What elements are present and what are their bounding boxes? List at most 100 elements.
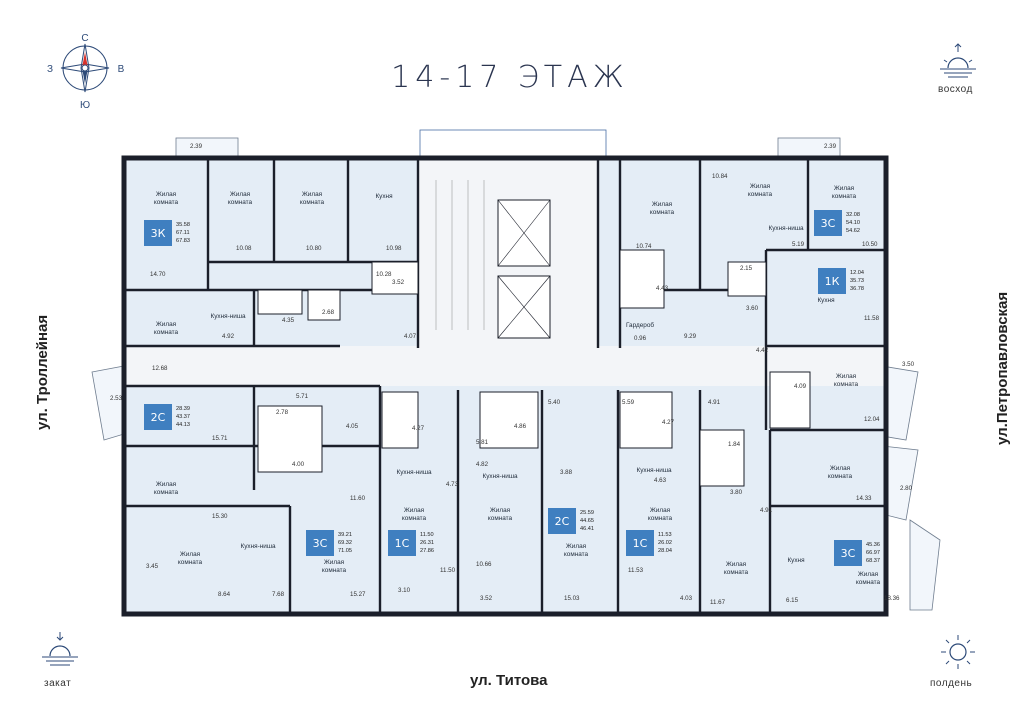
- noon-sun-icon: [941, 635, 975, 669]
- room-area: 10.80: [306, 245, 322, 252]
- room-area: 3.60: [746, 305, 759, 312]
- room-area: 1.84: [728, 441, 741, 448]
- apartment-area: 67.83: [176, 238, 190, 244]
- apartment-area: 67.11: [176, 230, 190, 236]
- room-area: 2.39: [824, 143, 837, 150]
- room-label: Кухня-ниша: [636, 467, 671, 474]
- apartment-area: 35.58: [176, 222, 190, 228]
- room-area: 11.50: [440, 567, 456, 574]
- room-area: 4.92: [222, 333, 235, 340]
- room-label: Кухня: [817, 297, 835, 304]
- room-area: 11.67: [710, 599, 726, 606]
- room-label: Кухня-ниша: [482, 473, 517, 480]
- apartment-area: 35.73: [850, 278, 864, 284]
- room-area: 3.80: [730, 489, 743, 496]
- room-label: Кухня-ниша: [240, 543, 275, 550]
- room-area: 10.74: [636, 243, 652, 250]
- room-area: 3.45: [146, 563, 159, 570]
- apartment-area: 43.37: [176, 414, 190, 420]
- street-bottom: ул. Титова: [470, 672, 548, 689]
- room-area: 4.73: [446, 481, 459, 488]
- room-area: 3.50: [902, 361, 915, 368]
- apartment-badge: 1К 12.04 35.73 36.78: [818, 268, 864, 294]
- apartment-area: 54.10: [846, 220, 860, 226]
- apartment-code: 3К: [151, 227, 166, 240]
- compass-south: Ю: [80, 100, 90, 111]
- room-area: 5.40: [548, 399, 561, 406]
- room-area: 4.07: [404, 333, 417, 340]
- apartment-area: 46.41: [580, 526, 594, 532]
- room-area: 0.96: [634, 335, 647, 342]
- apartment-area: 69.32: [338, 540, 352, 546]
- room-area: 2.68: [322, 309, 335, 316]
- room-label: Кухня: [787, 557, 805, 564]
- apartment-code: 1С: [395, 537, 410, 550]
- compass-north: С: [81, 33, 88, 44]
- apartment-code: 1К: [825, 275, 840, 288]
- apartment-area: 66.97: [866, 550, 880, 556]
- room-area: 4.86: [514, 423, 527, 430]
- apartment-area: 27.86: [420, 548, 434, 554]
- room-label: Кухня-ниша: [768, 225, 803, 232]
- apartment-area: 32.08: [846, 212, 860, 218]
- room-area: 4.82: [476, 461, 489, 468]
- apartment-code: 1С: [633, 537, 648, 550]
- room-area: 5.81: [476, 439, 489, 446]
- sunrise-icon: [940, 43, 976, 78]
- apartment-area: 39.21: [338, 532, 352, 538]
- room-area: 15.71: [212, 435, 228, 442]
- apartment-area: 44.13: [176, 422, 190, 428]
- apartment-badge: 3К 35.58 67.11 67.83: [144, 220, 190, 246]
- apartment-code: 3С: [841, 547, 856, 560]
- apartment-area: 36.78: [850, 286, 864, 292]
- room-area: 2.39: [190, 143, 203, 150]
- room-area: 10.28: [376, 271, 392, 278]
- room-area: 4.43: [656, 285, 669, 292]
- room-area: 15.03: [564, 595, 580, 602]
- room-area: 2.78: [276, 409, 289, 416]
- apartment-area: 12.04: [850, 270, 864, 276]
- apartment-area: 54.62: [846, 228, 860, 234]
- room-area: 7.68: [272, 591, 285, 598]
- room-area: 4.35: [282, 317, 295, 324]
- room-area: 11.60: [350, 495, 366, 502]
- apartment-code: 3С: [313, 537, 328, 550]
- sunset-label: закат: [44, 678, 72, 689]
- room-area: 15.30: [212, 513, 228, 520]
- room-area: 3.52: [392, 279, 405, 286]
- apartment-badge: 3С 32.08 54.10 54.62: [814, 210, 860, 236]
- room-area: 8.64: [218, 591, 231, 598]
- corridor: [124, 346, 886, 386]
- balcony: [909, 519, 941, 611]
- apartment-area: 28.04: [658, 548, 672, 554]
- room-area: 11.53: [628, 567, 644, 574]
- room-area: 10.98: [386, 245, 402, 252]
- room-area: 4.00: [292, 461, 305, 468]
- sunset-icon: [42, 632, 78, 666]
- room-area: 14.70: [150, 271, 166, 278]
- room-area: 4.03: [680, 595, 693, 602]
- apartment-area: 25.59: [580, 510, 594, 516]
- room-area: 4.63: [654, 477, 667, 484]
- apartment-code: 2С: [151, 411, 166, 424]
- room-area: 3.10: [398, 587, 411, 594]
- apartment-area: 28.39: [176, 406, 190, 412]
- apartment-code: 3С: [821, 217, 836, 230]
- room-area: 12.04: [864, 416, 880, 423]
- room-area: 3.88: [560, 469, 573, 476]
